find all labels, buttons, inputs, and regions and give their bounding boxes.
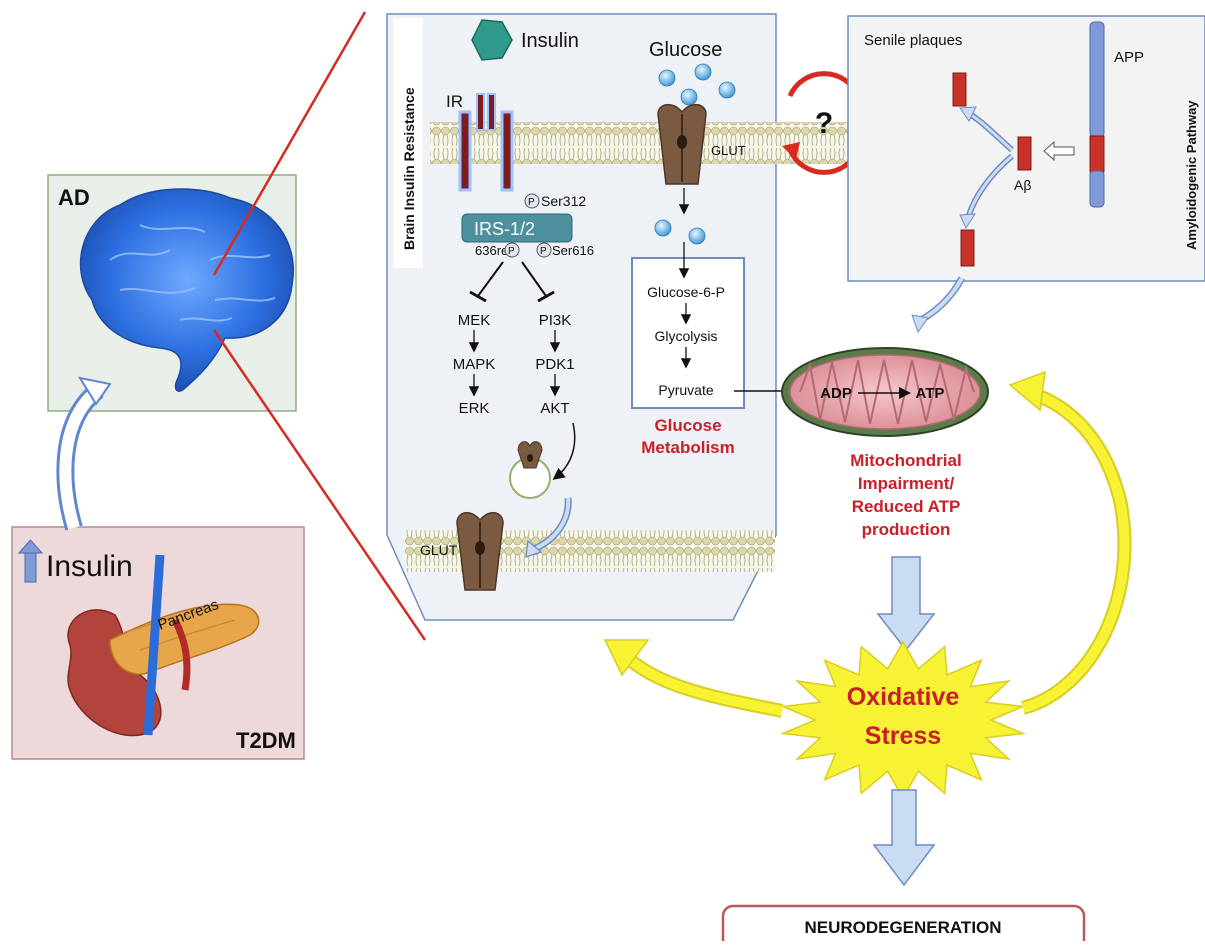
app-label: APP [1114,49,1144,66]
metabolism-title-line-1: Glucose [654,416,721,435]
zoom-line-top [212,11,367,276]
glut-top-label: GLUT [711,143,746,158]
stress-line-1: Oxidative [847,683,960,711]
neurodegeneration-box [721,904,1086,946]
pathway-right-step-2: PDK1 [535,356,574,373]
question-mark: ? [815,107,833,140]
metabolism-step-3: Pyruvate [658,382,713,398]
glut-bottom-label: GLUT [420,542,458,558]
glut-vesicle-icon [517,441,543,469]
phospho-p-label: P [540,246,547,257]
inhibition-line [521,261,547,297]
glucose-label: Glucose [649,39,722,61]
pathway-right-step-3: AKT [540,400,569,417]
insulin-hexagon-icon [471,19,513,61]
pathway-right-step-1: PI3K [539,312,572,329]
mito-caption-line-1: Mitochondrial [850,451,961,470]
ser616-label: Ser616 [552,243,594,258]
pathway-left-step-2: MAPK [453,356,496,373]
brain-insulin-title: Brain Insulin Resistance [401,87,417,250]
brain-insulin-title-box [393,18,423,268]
phospho-site-icon [524,193,540,209]
translocation-arrow [552,422,576,480]
mito-to-stress-arrow [876,556,936,652]
senile-plaques-label: Senile plaques [864,32,962,49]
stress-to-mito-arrow [1020,386,1132,715]
mito-caption-line-2: Impairment/ [858,474,955,493]
mito-caption-line-4: production [862,520,951,539]
neurodegeneration-label: NEURODEGENERATION [804,918,1001,937]
metabolism-step-2: Glycolysis [654,328,717,344]
stress-line-2: Stress [865,722,941,750]
up-arrow-icon [17,539,44,583]
brain-icon [79,188,294,392]
amyloid-title: Amyloidogenic Pathway [1184,100,1199,250]
mito-caption-line-3: Reduced ATP [852,497,961,516]
cleavage-arrow-icon [1043,140,1075,162]
metabolism-step-1: Glucose-6-P [647,284,725,300]
plaque-to-mito-arrow [916,276,966,326]
oxidative-stress-burst [779,640,1027,800]
atp-label: ATP [916,385,945,402]
phospho-p-label: P [508,246,515,257]
plaque-fragment-icon [952,72,967,107]
adp-label: ADP [820,385,852,402]
t2dm-label: T2DM [236,728,296,753]
inhibition-line [477,261,504,297]
glucose-molecules-icon [654,63,736,245]
insulin-label: Insulin [521,30,579,52]
ad-label: AD [58,185,90,210]
mitochondrion-icon [781,347,989,437]
metabolism-title-line-2: Metabolism [641,438,735,457]
zoom-line-bottom [212,329,427,641]
pancreas-icon [67,554,260,737]
irs-box [461,213,573,243]
glut-top-icon [657,103,707,185]
insulin-receptor-icon [458,93,514,192]
pathway-left-step-1: MEK [458,312,491,329]
plaque-fragment-icon [960,229,975,267]
phospho-p-label: P [528,197,535,208]
pathway-left-step-3: ERK [459,400,490,417]
abeta-label: Aβ [1014,177,1031,193]
insulin-increase-label: Insulin [46,550,133,583]
glut-bottom-icon [456,512,504,591]
ir-label: IR [446,92,463,111]
ser312-label: Ser312 [541,193,586,209]
abeta-fragment-icon [1017,136,1032,171]
phospho-site-icon [504,242,520,258]
phospho-site-icon [536,242,552,258]
glucose-metabolism-box [631,257,745,409]
stress-to-neuro-arrow [872,789,936,887]
irs-label: IRS-1/2 [474,219,535,239]
app-protein-icon [1089,21,1105,208]
